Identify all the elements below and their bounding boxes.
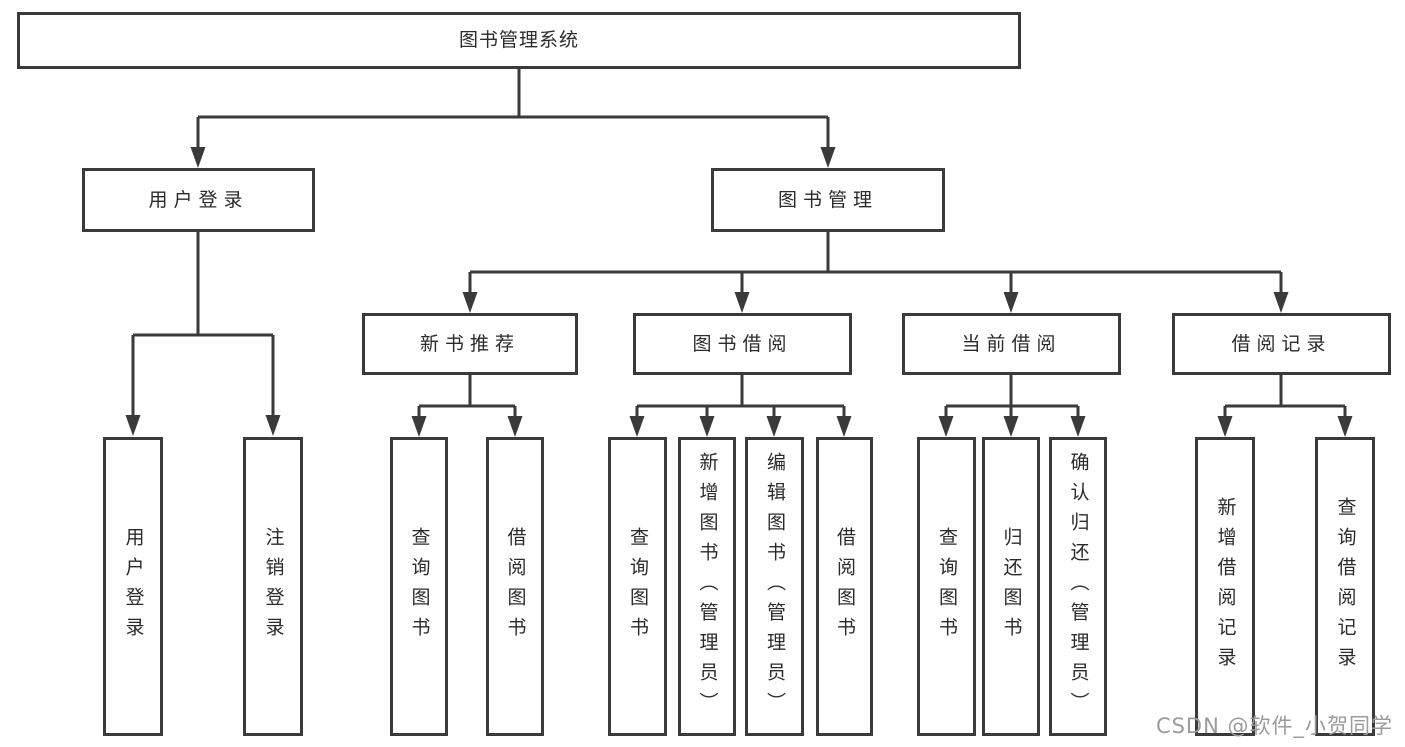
node-leaf-edit-book-admin: 编辑图书（管理员） [745, 437, 804, 736]
connector-userlogin-to-leaves [131, 232, 275, 418]
node-leaf-add-book-admin: 新增图书（管理员） [678, 437, 736, 736]
node-leaf-borrow-book-1: 借阅图书 [486, 437, 544, 736]
node-leaf-query-book-2: 查询图书 [608, 437, 667, 736]
connector-borrowrecord-to-leaves [1223, 375, 1347, 419]
node-leaf-confirm-return-admin: 确认归还（管理员） [1049, 437, 1107, 736]
connector-bookborrow-to-leaves [635, 375, 846, 419]
node-leaf-add-borrow-record: 新增借阅记录 [1195, 437, 1255, 736]
node-leaf-user-login: 用户登录 [103, 437, 163, 736]
node-leaf-query-book-3: 查询图书 [917, 437, 976, 736]
connector-newbook-to-leaves [417, 375, 517, 419]
node-leaf-query-book-1: 查询图书 [390, 437, 448, 736]
node-current-borrow: 当前借阅 [902, 313, 1121, 375]
connector-bookmgmt-to-groups [468, 232, 1283, 295]
watermark: CSDN @软件_小贺同学 [1155, 714, 1393, 738]
connector-currentborrow-to-leaves [944, 375, 1080, 419]
node-new-book-recommend: 新书推荐 [362, 313, 578, 375]
node-book-management: 图书管理 [711, 168, 945, 232]
connector-root-to-level2 [196, 69, 830, 150]
node-user-login: 用户登录 [82, 168, 315, 232]
node-leaf-query-borrow-record: 查询借阅记录 [1315, 437, 1375, 736]
node-book-borrow: 图书借阅 [633, 313, 852, 375]
node-leaf-borrow-book-2: 借阅图书 [816, 437, 873, 736]
node-leaf-return-book: 归还图书 [982, 437, 1040, 736]
node-borrow-record: 借阅记录 [1172, 313, 1391, 375]
node-leaf-logout: 注销登录 [243, 437, 303, 736]
node-root-system: 图书管理系统 [17, 12, 1021, 69]
